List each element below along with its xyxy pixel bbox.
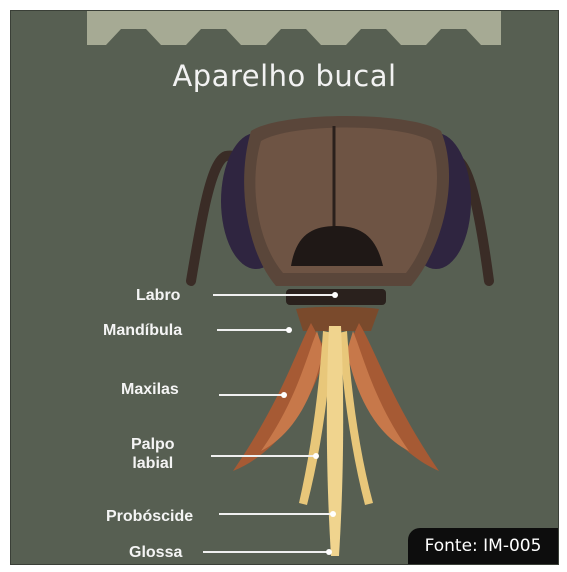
label-glossa: Glossa (129, 543, 182, 562)
label-maxilas: Maxilas (121, 380, 179, 399)
label-palpo-line1: Palpo (131, 435, 175, 454)
insect-head-illustration (11, 11, 558, 564)
source-caption: Fonte: IM-005 (408, 528, 558, 564)
label-palpo-line2: labial (131, 454, 175, 473)
proboscis (327, 326, 343, 556)
label-palpo-labial: Palpo labial (131, 435, 175, 473)
label-proboscide: Probóscide (106, 507, 193, 526)
label-labro: Labro (136, 286, 180, 305)
label-mandibula: Mandíbula (103, 321, 182, 340)
figure-frame: Aparelho bucal (10, 10, 559, 565)
